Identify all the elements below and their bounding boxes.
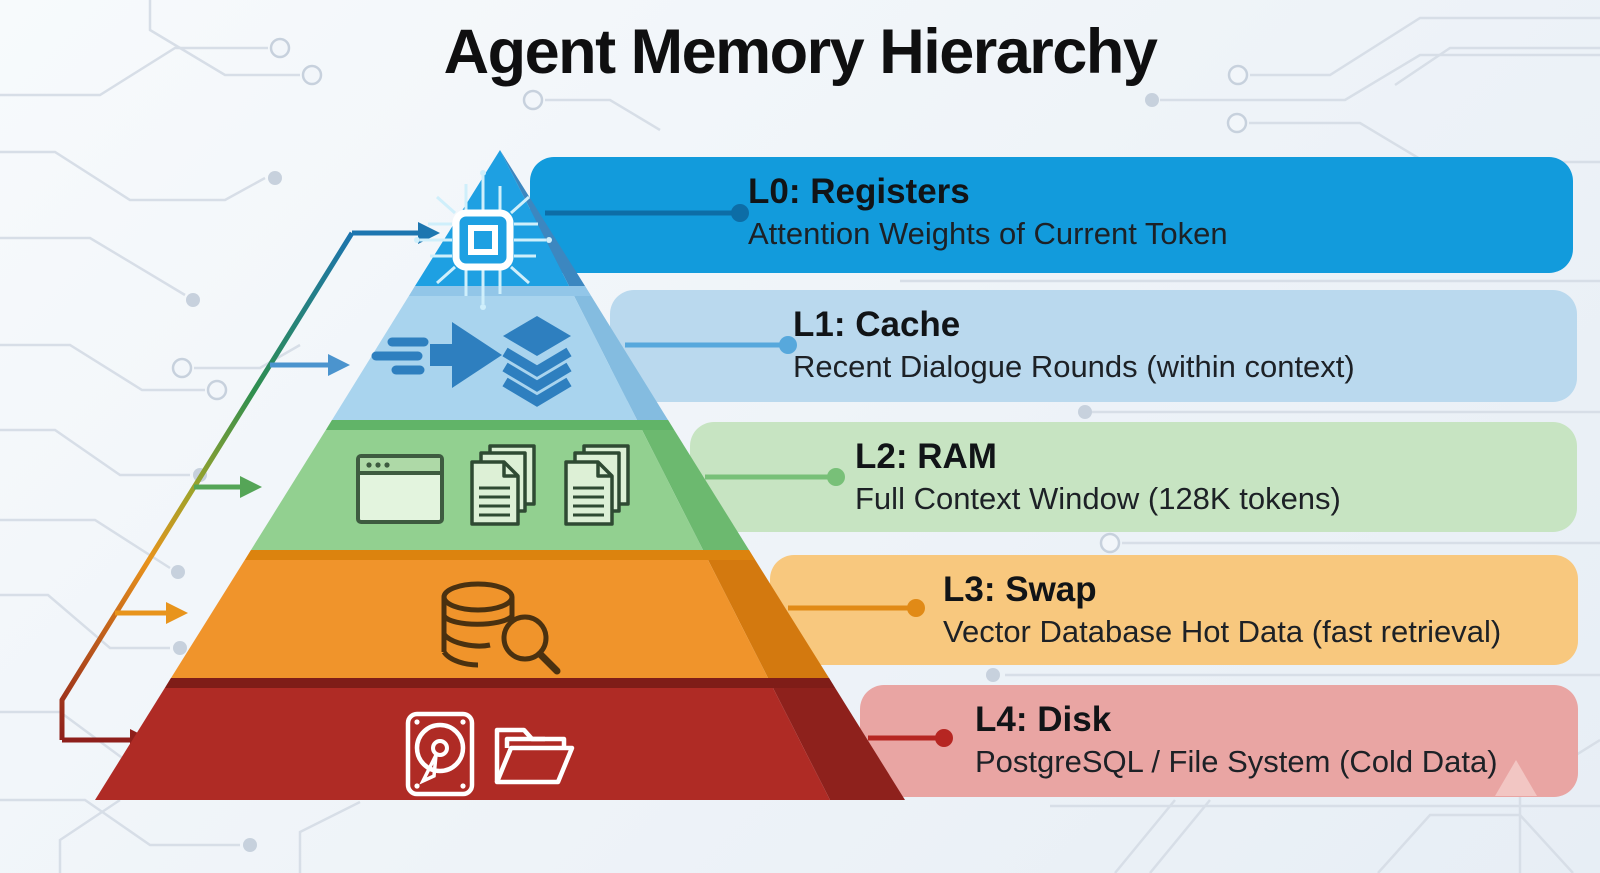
flow-arrow-l1 (270, 354, 350, 376)
documents-stack-icon (470, 444, 536, 526)
pyramid-level-2-top-strip (326, 420, 674, 430)
level-label-l0: L0: Registers (748, 172, 970, 211)
pyramid-level-4-face (95, 678, 830, 800)
flow-arrow-l2 (194, 476, 262, 498)
level-label-l2: L2: RAM (855, 437, 997, 476)
level-label-l1: L1: Cache (793, 305, 961, 344)
level-description-l0: Attention Weights of Current Token (748, 215, 1228, 251)
flow-arrow-l4 (62, 729, 152, 751)
pyramid-level-2-face (251, 420, 703, 550)
level-bar-l2: L2: RAM Full Context Window (128K tokens… (690, 422, 1577, 532)
level-description-l3: Vector Database Hot Data (fast retrieval… (943, 613, 1502, 649)
database-search-icon (441, 581, 561, 675)
level-bar-l3: L3: Swap Vector Database Hot Data (fast … (770, 555, 1578, 665)
hierarchy-guide-line (59, 231, 355, 740)
level-bar-l1: L1: Cache Recent Dialogue Rounds (within… (610, 290, 1577, 402)
folder-icon (494, 727, 575, 785)
flow-arrow-l3 (115, 602, 188, 624)
pyramid-level-4-top-strip (165, 678, 835, 688)
level-description-l4: PostgreSQL / File System (Cold Data) (975, 743, 1498, 779)
speed-arrow-icon (371, 322, 502, 388)
level-label-l3: L3: Swap (943, 570, 1097, 609)
level-bar-l4: L4: Disk PostgreSQL / File System (Cold … (860, 685, 1578, 797)
level-description-l1: Recent Dialogue Rounds (within context) (793, 348, 1355, 384)
pyramid-level-1-top-strip (409, 286, 591, 296)
diagram-title: Agent Memory Hierarchy (443, 17, 1158, 87)
app-window-icon (356, 454, 444, 524)
hdd-icon (405, 711, 475, 797)
documents-stack-icon-2 (564, 444, 630, 526)
level-bar-l0: L0: Registers Attention Weights of Curre… (530, 157, 1573, 273)
pyramid-level-1-face (332, 286, 637, 420)
flow-arrow-l0 (352, 222, 440, 244)
level-label-l4: L4: Disk (975, 700, 1112, 739)
pyramid-level-3-top-strip (245, 550, 755, 560)
pyramid-level-3-face (171, 550, 768, 678)
level-description-l2: Full Context Window (128K tokens) (855, 480, 1341, 516)
layers-stack-icon (502, 316, 572, 407)
